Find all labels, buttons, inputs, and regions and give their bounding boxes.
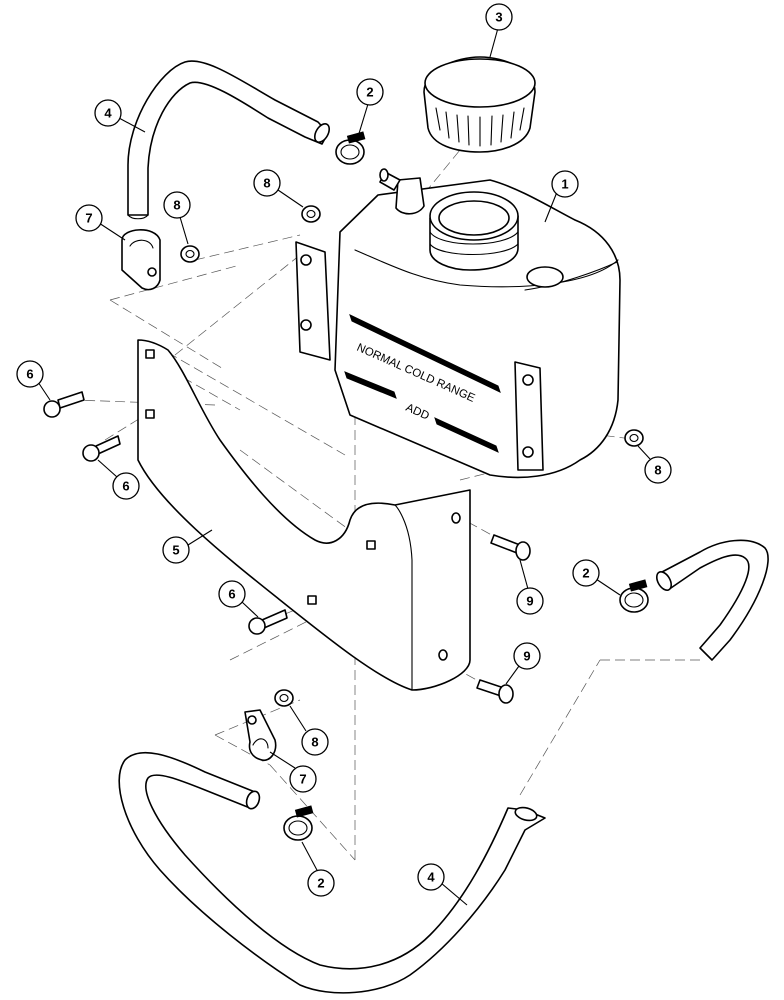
callout-7-lower-label: 7 bbox=[299, 772, 306, 787]
callout-9-b-label: 9 bbox=[523, 649, 530, 664]
callout-8-d-label: 8 bbox=[311, 735, 318, 750]
callout-2-top-label: 2 bbox=[366, 85, 373, 100]
bolt-9b bbox=[476, 679, 514, 704]
callout-5-label: 5 bbox=[172, 543, 179, 558]
callout-4-lower-label: 4 bbox=[427, 870, 435, 885]
bolt-6c bbox=[248, 609, 288, 635]
nut-right bbox=[624, 429, 644, 447]
hose-upper bbox=[127, 60, 331, 220]
callout-8-b-label: 8 bbox=[263, 176, 270, 191]
callout-8-c-label: 8 bbox=[654, 463, 661, 478]
bolt-6a bbox=[43, 391, 85, 418]
callout-8-c: 8 bbox=[644, 456, 672, 484]
callout-9-b: 9 bbox=[513, 642, 541, 670]
hose-clamp-lower bbox=[283, 805, 314, 841]
callout-2-lower: 2 bbox=[307, 869, 335, 897]
callout-1: 1 bbox=[551, 170, 579, 198]
callout-7-upper: 7 bbox=[75, 204, 103, 232]
callout-1-label: 1 bbox=[561, 177, 568, 192]
callout-7-lower: 7 bbox=[289, 765, 317, 793]
nut-upper-left bbox=[180, 245, 200, 263]
callout-3: 3 bbox=[485, 3, 513, 31]
callout-2-right-label: 2 bbox=[582, 566, 589, 581]
clip-upper bbox=[121, 229, 161, 291]
callout-6-c-label: 6 bbox=[228, 587, 235, 602]
mounting-bracket bbox=[137, 339, 471, 691]
reservoir-cap bbox=[423, 56, 536, 153]
nut-lower bbox=[274, 689, 294, 707]
callout-4-upper-label: 4 bbox=[104, 106, 112, 121]
callout-9-a-label: 9 bbox=[526, 594, 533, 609]
callout-4-lower: 4 bbox=[417, 863, 445, 891]
hose-right bbox=[655, 539, 769, 661]
callout-2-top: 2 bbox=[356, 78, 384, 106]
hose-clamp-upper bbox=[335, 131, 366, 165]
callout-2-right: 2 bbox=[572, 559, 600, 587]
callout-2-lower-label: 2 bbox=[317, 876, 324, 891]
callout-6-b: 6 bbox=[112, 472, 140, 500]
callout-7-upper-label: 7 bbox=[85, 211, 92, 226]
callout-8-a: 8 bbox=[163, 191, 191, 219]
coolant-reservoir: NORMAL COLD RANGE ADD bbox=[295, 168, 621, 479]
bolt-9a bbox=[490, 534, 531, 561]
callouts: 1 2 2 2 3 4 4 5 bbox=[16, 3, 672, 906]
bolt-6b bbox=[82, 435, 121, 462]
callout-6-a-label: 6 bbox=[26, 367, 33, 382]
callout-6-b-label: 6 bbox=[122, 479, 129, 494]
nut-top-mid bbox=[301, 205, 321, 223]
callout-8-d: 8 bbox=[301, 728, 329, 756]
hose-lower bbox=[118, 751, 546, 994]
clip-lower bbox=[244, 709, 277, 762]
callout-5: 5 bbox=[162, 536, 190, 564]
callout-6-c: 6 bbox=[218, 580, 246, 608]
callout-9-a: 9 bbox=[516, 587, 544, 615]
hose-clamp-right bbox=[619, 579, 649, 613]
callout-6-a: 6 bbox=[16, 360, 44, 388]
callout-8-b: 8 bbox=[253, 169, 281, 197]
callout-3-label: 3 bbox=[495, 10, 502, 25]
callout-4-upper: 4 bbox=[94, 99, 122, 127]
callout-8-a-label: 8 bbox=[173, 198, 180, 213]
